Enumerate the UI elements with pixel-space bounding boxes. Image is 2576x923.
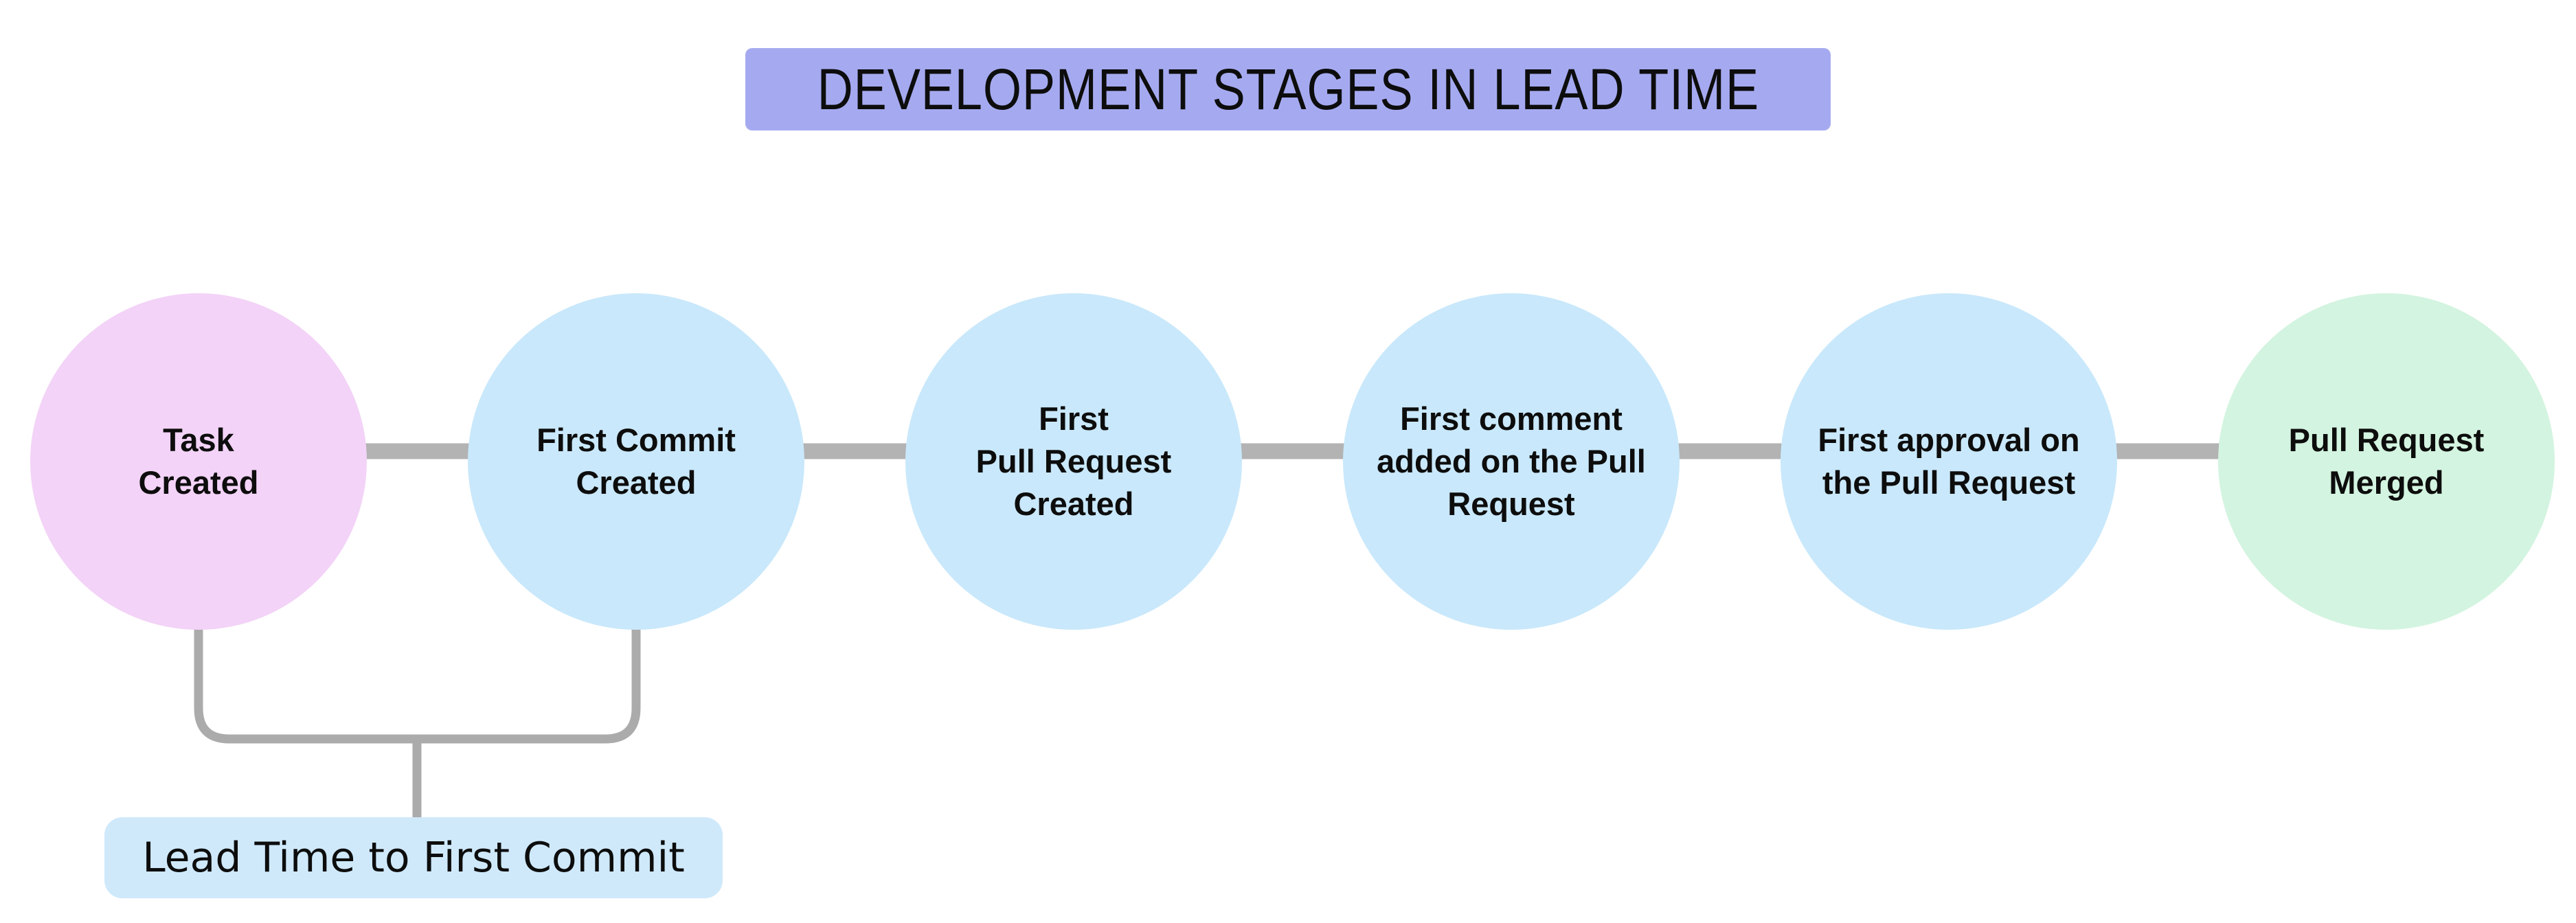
stage-node-first-pull-request-created: First Pull Request Created <box>905 293 1242 630</box>
title-banner: DEVELOPMENT STAGES IN LEAD TIME <box>745 48 1831 130</box>
page-title: DEVELOPMENT STAGES IN LEAD TIME <box>817 56 1759 122</box>
lead-time-bracket <box>194 618 641 744</box>
stage-node-task-created: Task Created <box>30 293 367 630</box>
lead-time-label-box: Lead Time to First Commit <box>104 817 723 898</box>
lead-time-label: Lead Time to First Commit <box>142 834 685 882</box>
stage-node-first-approval: First approval on the Pull Request <box>1781 293 2117 630</box>
stage-node-pull-request-merged: Pull Request Merged <box>2218 293 2555 630</box>
stage-node-first-commit-created: First Commit Created <box>468 293 804 630</box>
stage-node-first-comment-added: First comment added on the Pull Request <box>1343 293 1680 630</box>
